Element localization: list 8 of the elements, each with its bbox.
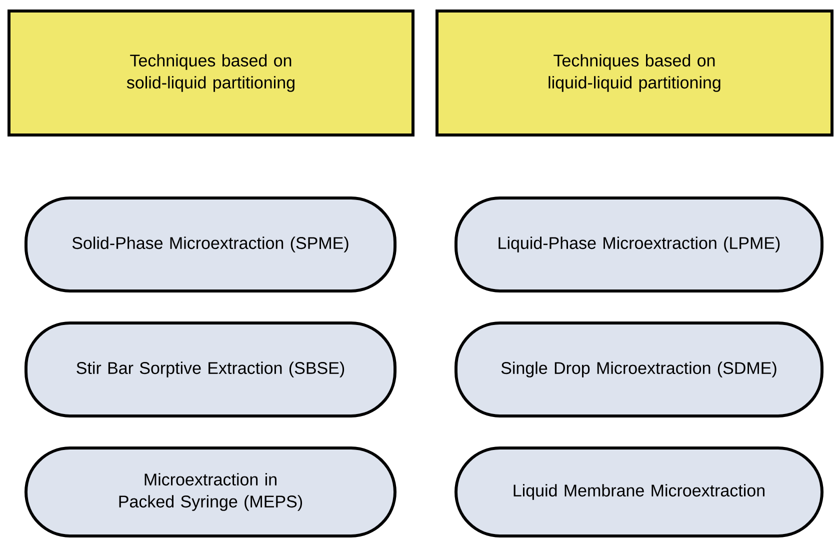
technique-pill: Stir Bar Sorptive Extraction (SBSE): [24, 322, 396, 418]
header-box: Techniques based on liquid-liquid partitioning: [436, 10, 834, 136]
header-box: Techniques based on solid-liquid partitioning: [8, 10, 414, 136]
technique-pill: Liquid-Phase Microextraction (LPME): [454, 196, 824, 292]
technique-pill: Microextraction in Packed Syringe (MEPS): [24, 446, 396, 538]
technique-pill: Solid-Phase Microextraction (SPME): [24, 196, 396, 292]
technique-pill: Single Drop Microextraction (SDME): [454, 322, 824, 418]
technique-pill: Liquid Membrane Microextraction: [454, 446, 824, 538]
